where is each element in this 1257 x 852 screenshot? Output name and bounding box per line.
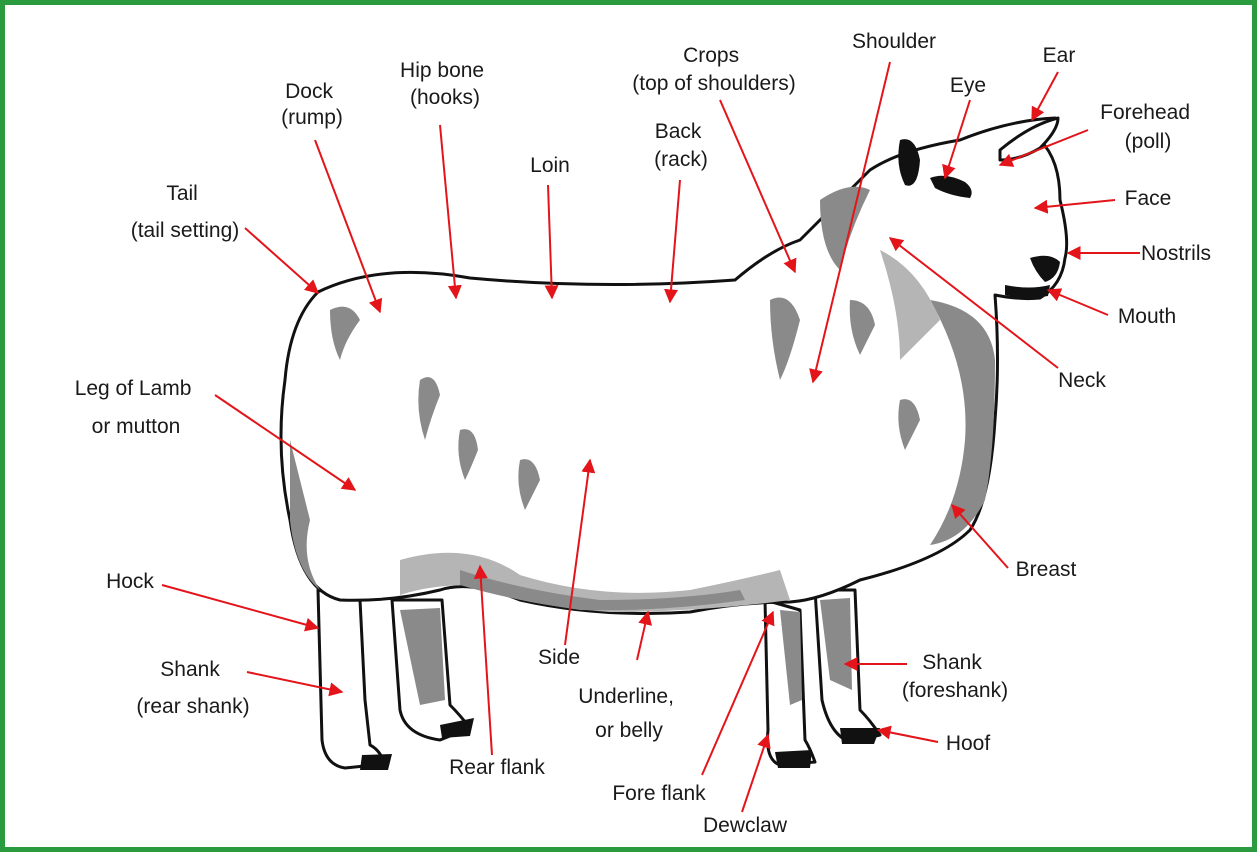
label-face: Face — [1125, 187, 1172, 210]
label-shoulder: Shoulder — [852, 30, 936, 53]
label-underline: Underline, or belly — [578, 685, 680, 742]
rear-leg-left — [318, 590, 385, 768]
label-breast: Breast — [1016, 558, 1077, 581]
label-hock: Hock — [106, 570, 154, 593]
label-loin: Loin — [530, 154, 570, 177]
label-rear-flank: Rear flank — [449, 756, 545, 779]
label-ear: Ear — [1043, 44, 1076, 67]
label-back: Back (rack) — [654, 120, 708, 171]
label-shank-rear: Shank (rear shank) — [136, 658, 249, 718]
label-tail: Tail (tail setting) — [131, 182, 240, 242]
label-fore-flank: Fore flank — [612, 782, 706, 805]
label-leg-of-lamb: Leg of Lamb or mutton — [75, 377, 198, 438]
label-dewclaw: Dewclaw — [703, 814, 788, 837]
label-crops: Crops (top of shoulders) — [632, 44, 795, 95]
label-hoof: Hoof — [946, 732, 991, 755]
label-dock: Dock (rump) — [281, 80, 343, 129]
label-hip-bone: Hip bone (hooks) — [400, 59, 490, 109]
label-mouth: Mouth — [1118, 305, 1176, 328]
label-shank-fore: Shank (foreshank) — [902, 651, 1008, 702]
label-nostrils: Nostrils — [1141, 242, 1211, 265]
label-side: Side — [538, 646, 580, 669]
label-neck: Neck — [1058, 369, 1106, 392]
label-forehead: Forehead (poll) — [1100, 101, 1196, 153]
label-eye: Eye — [950, 74, 986, 97]
